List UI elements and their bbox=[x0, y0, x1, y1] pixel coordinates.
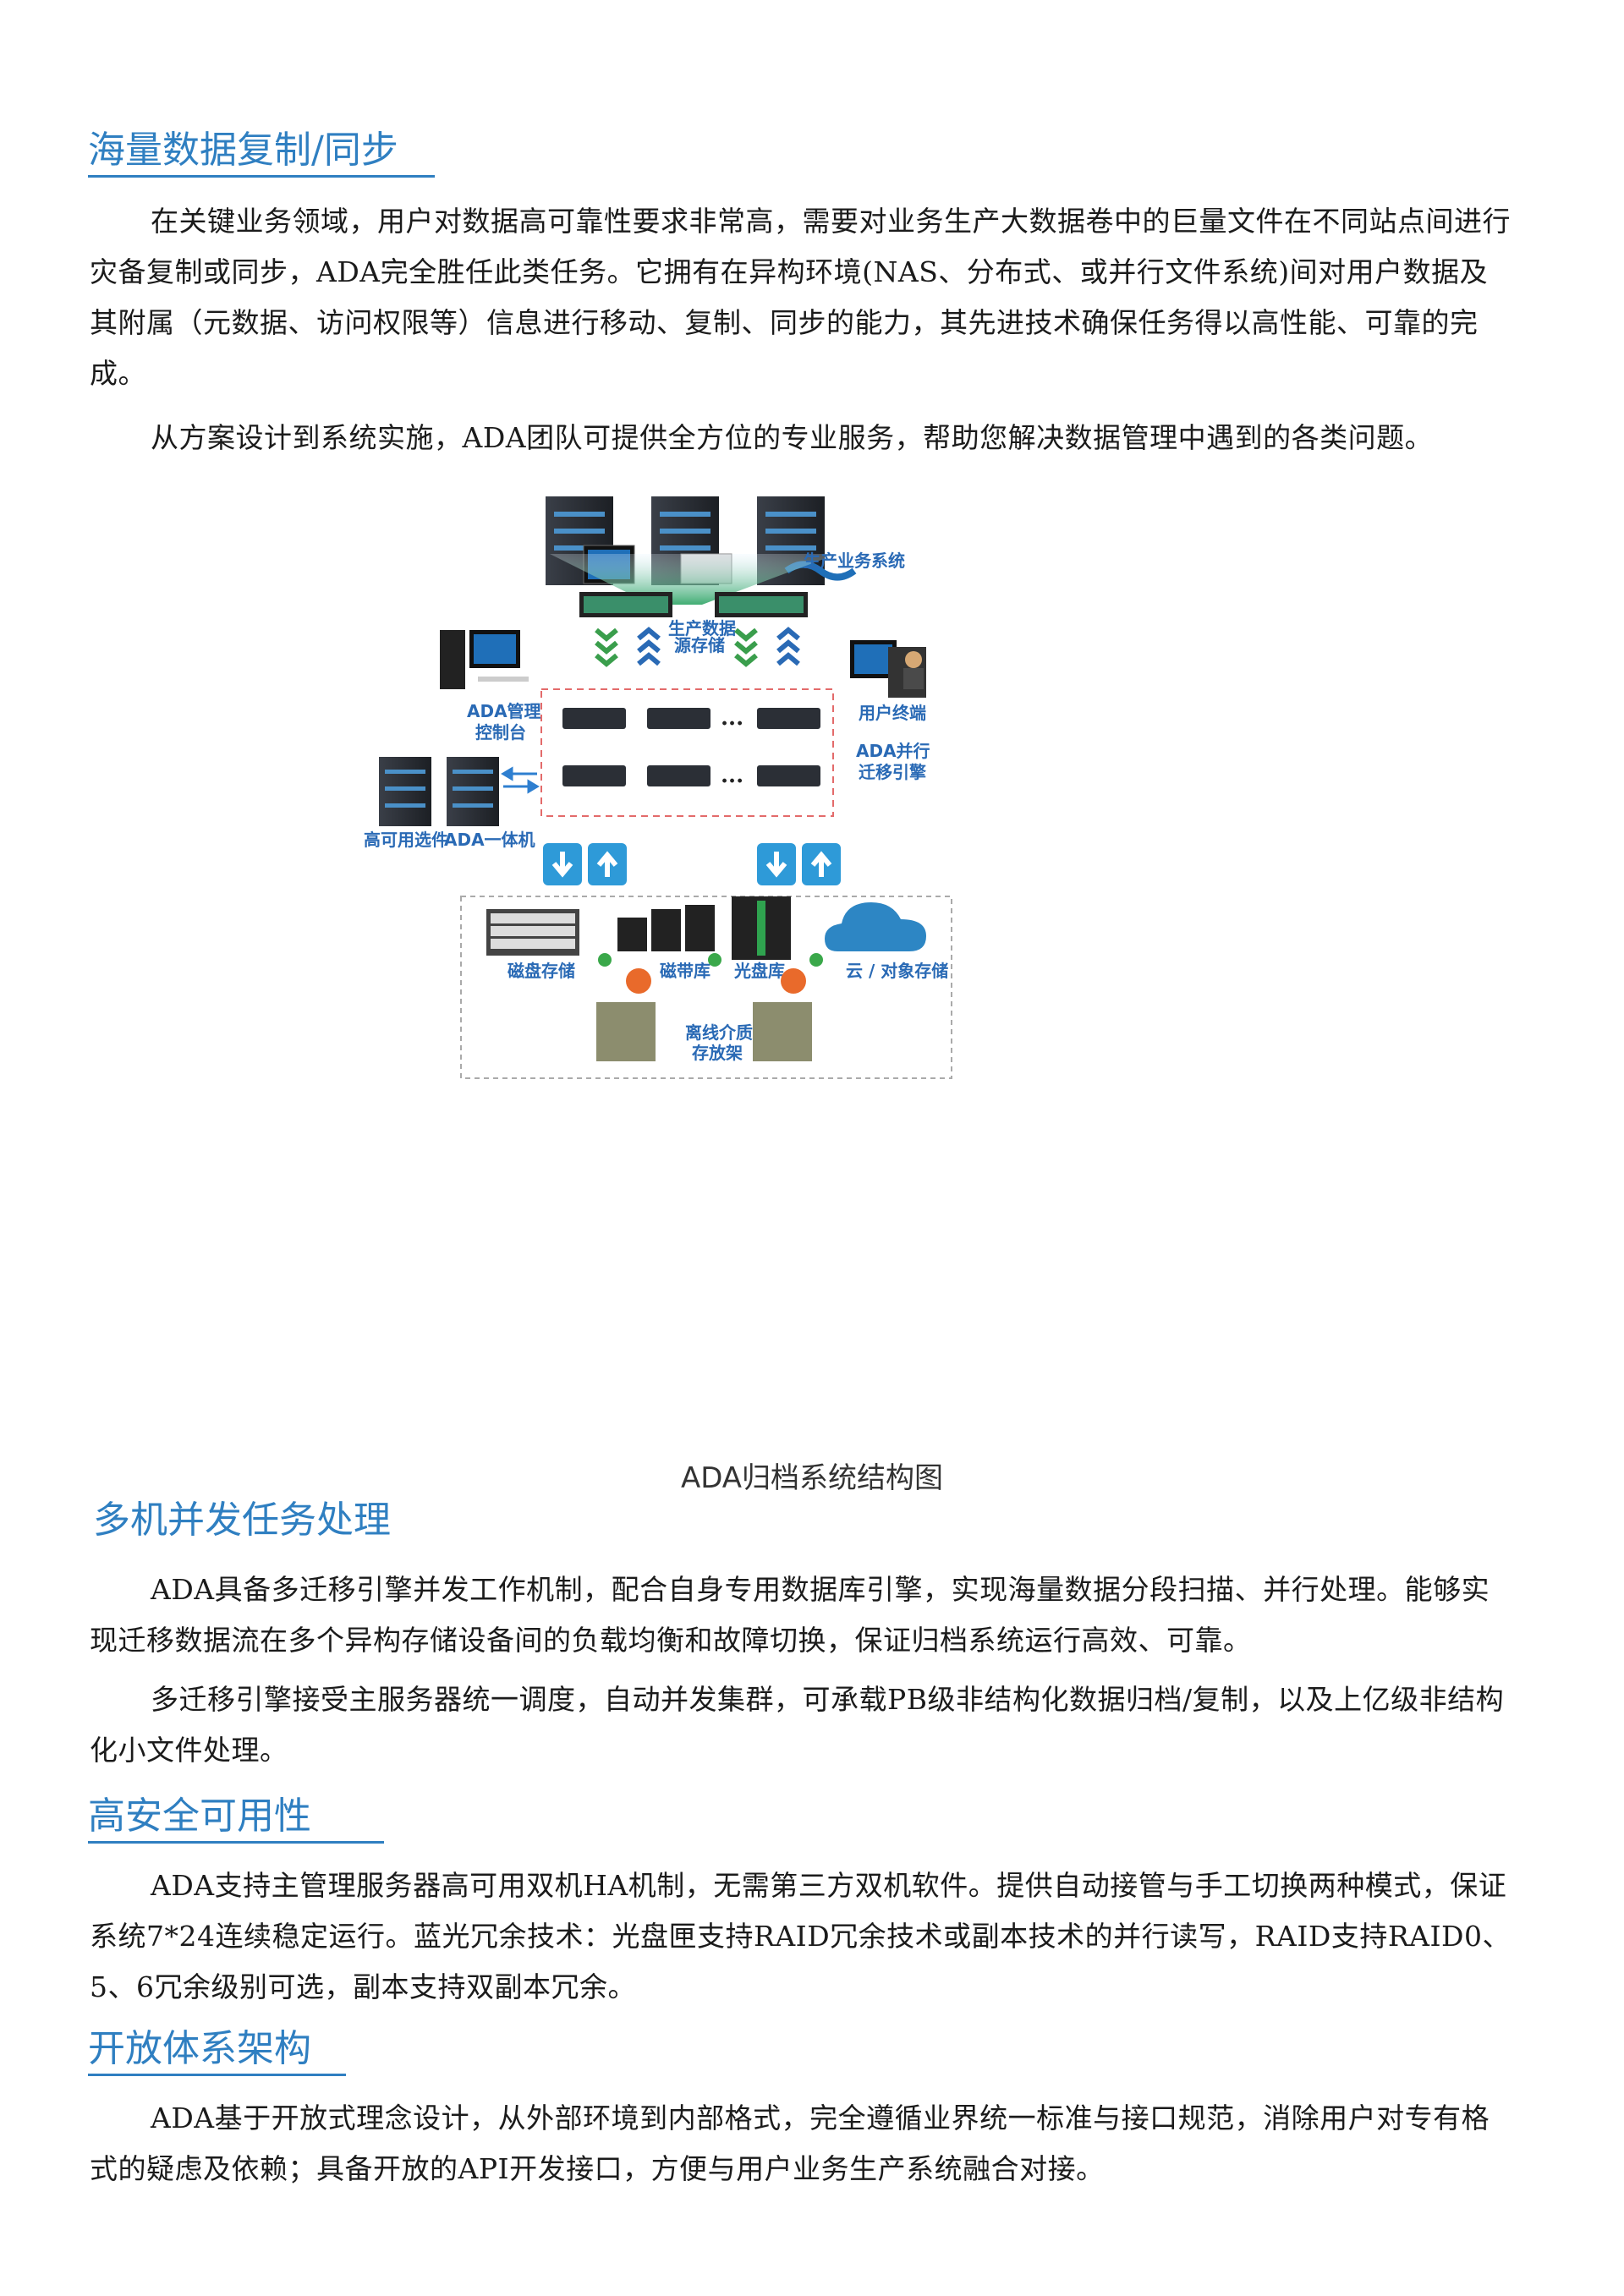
diagram-caption: ADA归档系统结构图 bbox=[680, 1461, 944, 1495]
engine-nodes bbox=[562, 708, 820, 786]
transfer-arrows-right bbox=[757, 843, 841, 885]
svg-text:源存储: 源存储 bbox=[674, 635, 725, 655]
svg-text:控制台: 控制台 bbox=[475, 722, 526, 743]
ellipsis: ... bbox=[721, 763, 743, 788]
section-title-open-architecture: 开放体系架构 bbox=[88, 2025, 346, 2076]
section-title-availability: 高安全可用性 bbox=[88, 1793, 384, 1844]
storage-array-icon bbox=[579, 592, 672, 617]
svg-text:迁移引擎: 迁移引擎 bbox=[859, 762, 926, 782]
svg-text:离线介质: 离线介质 bbox=[685, 1022, 753, 1043]
bidirectional-arrow-icon bbox=[501, 766, 540, 794]
disk-array-icon bbox=[486, 909, 579, 956]
paragraph: ADA基于开放式理念设计，从外部环境到内部格式，完全遵循业界统一标准与接口规范，… bbox=[90, 2101, 1490, 2185]
server-icon bbox=[379, 757, 431, 826]
sync-arrow-icon bbox=[598, 953, 823, 967]
svg-text:磁带库: 磁带库 bbox=[660, 961, 710, 981]
svg-text:生产数据: 生产数据 bbox=[668, 618, 736, 638]
storage-array-icon bbox=[715, 592, 808, 617]
svg-text:生产业务系统: 生产业务系统 bbox=[804, 551, 905, 571]
ellipsis: ... bbox=[721, 705, 743, 731]
svg-text:用户终端: 用户终端 bbox=[859, 703, 926, 723]
paragraph: ADA具备多迁移引擎并发工作机制，配合自身专用数据库引擎，实现海量数据分段扫描、… bbox=[90, 1573, 1490, 1657]
refresh-icon bbox=[626, 968, 806, 994]
file-cabinet-icon bbox=[596, 1002, 812, 1061]
svg-text:光盘库: 光盘库 bbox=[733, 961, 785, 981]
svg-text:高可用选件: 高可用选件 bbox=[364, 830, 448, 850]
svg-text:存放架: 存放架 bbox=[692, 1043, 743, 1063]
storage-tier-frame bbox=[460, 896, 952, 1079]
sync-chevrons bbox=[595, 627, 800, 667]
tape-library-icon bbox=[617, 905, 715, 951]
data-flow-funnel bbox=[550, 554, 837, 605]
svg-text:云 / 对象存储: 云 / 对象存储 bbox=[846, 961, 948, 981]
section-title-concurrency: 多机并发任务处理 bbox=[93, 1499, 391, 1542]
svg-text:ADA一体机: ADA一体机 bbox=[444, 830, 535, 850]
transfer-arrows-left bbox=[543, 843, 627, 885]
svg-text:磁盘存储: 磁盘存储 bbox=[508, 961, 575, 981]
paragraph: 从方案设计到系统实施，ADA团队可提供全方位的专业服务，帮助您解决数据管理中遇到… bbox=[151, 421, 1434, 454]
server-icon bbox=[447, 757, 499, 826]
engine-group-frame bbox=[540, 688, 834, 817]
user-terminal-icon bbox=[850, 640, 926, 698]
paragraph: ADA支持主管理服务器高可用双机HA机制，无需第三方双机软件。提供自动接管与手工… bbox=[90, 1869, 1511, 2003]
svg-text:ADA管理: ADA管理 bbox=[467, 701, 541, 721]
ada-architecture-diagram: 生产业务系统 生产数据 源存储 ADA管理 控制台 用户终端 .. bbox=[364, 496, 952, 1079]
svg-text:ADA并行: ADA并行 bbox=[856, 741, 930, 761]
optical-library-icon bbox=[732, 896, 791, 960]
cloud-icon bbox=[825, 902, 926, 951]
computer-icon bbox=[440, 630, 529, 689]
paragraph: 在关键业务领域，用户对数据高可靠性要求非常高，需要对业务生产大数据卷中的巨量文件… bbox=[90, 205, 1511, 390]
section-title-replication: 海量数据复制/同步 bbox=[88, 127, 435, 178]
paragraph: 多迁移引擎接受主服务器统一调度，自动并发集群，可承载PB级非结构化数据归档/复制… bbox=[90, 1683, 1505, 1767]
